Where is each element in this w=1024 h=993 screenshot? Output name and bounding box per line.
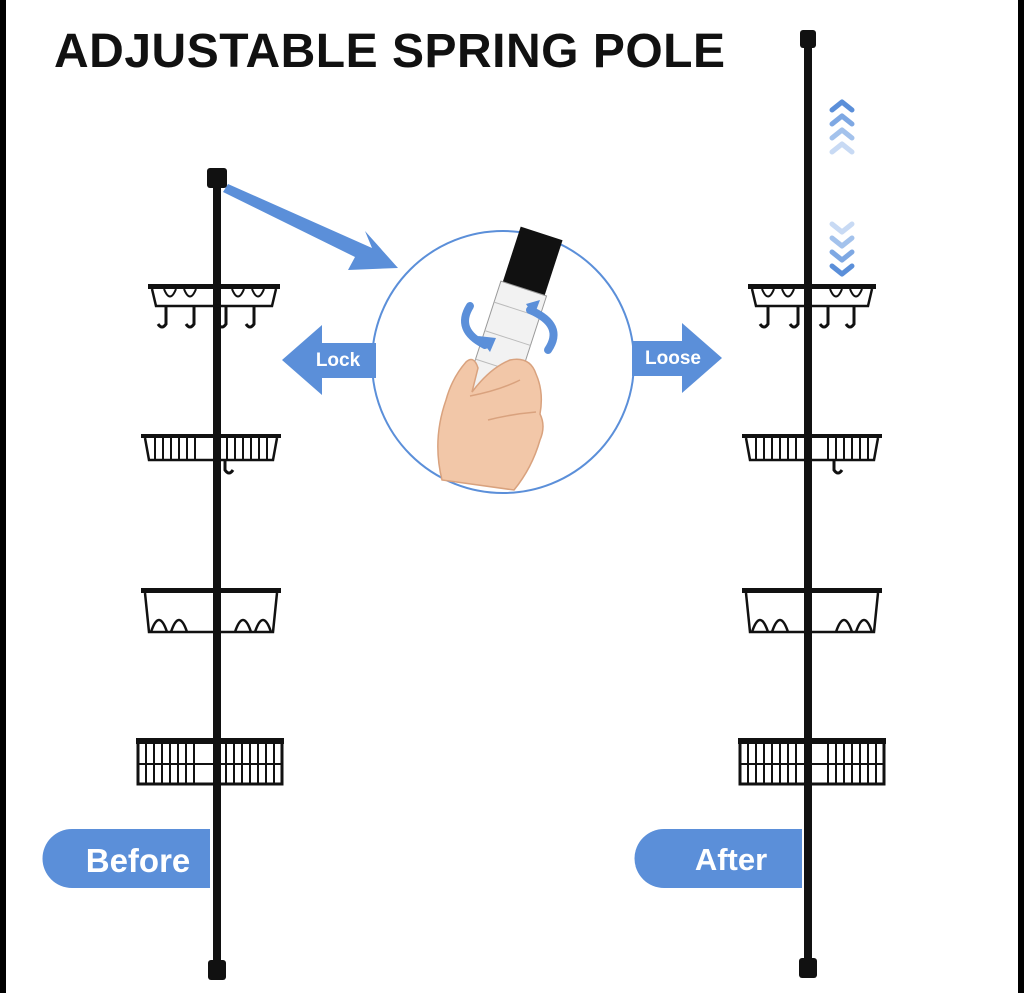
before-label: Before — [86, 842, 191, 879]
loose-label: Loose — [645, 348, 701, 369]
left-pole-foot — [208, 960, 226, 980]
frame-right-edge — [1018, 0, 1024, 993]
frame-left-edge — [0, 0, 6, 993]
loose-arrow: Loose — [632, 323, 722, 393]
page-title: ADJUSTABLE SPRING POLE — [54, 25, 726, 78]
hand-illustration — [437, 358, 544, 491]
left-pole — [136, 168, 284, 980]
left-basket-2 — [141, 434, 281, 475]
chevron-up-icon — [829, 99, 855, 155]
right-pole-foot — [799, 958, 817, 978]
left-basket-1 — [148, 284, 280, 329]
right-pole-top-cap — [800, 30, 816, 48]
after-label: After — [695, 842, 767, 877]
right-pole-shaft — [804, 46, 812, 966]
right-basket-1 — [748, 284, 876, 329]
left-basket-4 — [136, 738, 284, 786]
detail-circle — [371, 226, 635, 494]
right-basket-4 — [738, 738, 886, 786]
left-pole-top-cap — [207, 168, 227, 188]
rotate-arrows-icon — [461, 302, 558, 354]
after-pill: After — [634, 829, 812, 888]
pointer-arrow — [223, 184, 398, 270]
right-basket-3 — [742, 588, 882, 634]
left-basket-3 — [141, 588, 281, 634]
right-basket-2 — [742, 434, 882, 475]
before-pill: Before — [42, 829, 221, 888]
lock-label: Lock — [316, 350, 361, 371]
right-pole — [738, 30, 886, 978]
left-pole-shaft — [213, 186, 221, 966]
chevron-down-icon — [829, 221, 855, 277]
lock-arrow: Lock — [282, 325, 376, 395]
